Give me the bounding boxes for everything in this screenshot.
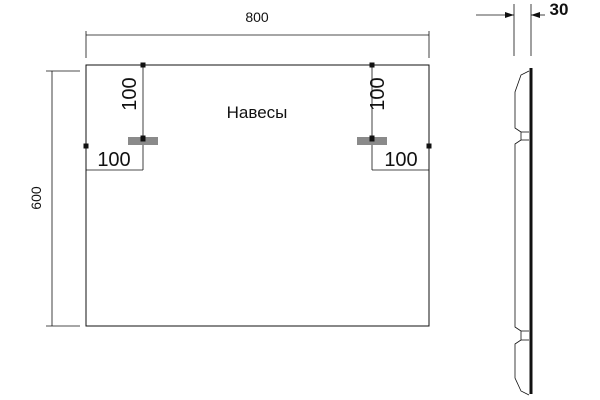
mirror-front-outline	[85, 64, 430, 327]
left-hinge-horizontal-label: 100	[97, 149, 130, 171]
hinges-label: Навесы	[227, 103, 288, 122]
left-hinge-dimensions: 100 100	[83, 62, 146, 171]
depth-dimension-label: 30	[550, 0, 569, 19]
right-hinge-horizontal-label: 100	[384, 149, 417, 171]
right-hinge-dimensions: 100 100	[367, 62, 432, 171]
depth-dimension: 30	[476, 0, 568, 56]
left-hinge-vertical-label: 100	[119, 77, 141, 110]
right-hinge-vertical-label: 100	[367, 77, 389, 110]
width-dimension: 800	[85, 9, 430, 58]
width-dimension-label: 800	[245, 9, 269, 25]
height-dimension-label: 600	[28, 186, 44, 210]
mirror-side-view	[514, 68, 533, 396]
height-dimension: 600	[28, 70, 80, 327]
